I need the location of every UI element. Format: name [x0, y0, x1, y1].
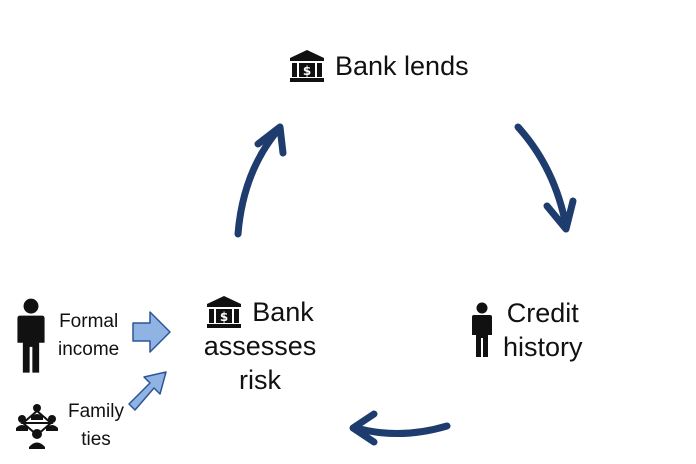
credit-history-label-line2: history — [503, 332, 583, 362]
cycle-arrow-lends-to-credit — [514, 123, 577, 233]
bank-icon: $ — [207, 296, 242, 328]
cycle-arrow-assess-to-lends — [234, 123, 287, 238]
input-arrow-family — [128, 371, 167, 411]
bank-lends-label: Bank lends — [335, 51, 469, 81]
node-formal-income: Formal income — [16, 298, 119, 374]
family-ties-label-line2: ties — [81, 429, 111, 450]
node-family-ties: Family ties — [16, 398, 124, 454]
formal-income-label-line1: Formal — [59, 311, 119, 332]
svg-text:$: $ — [303, 64, 311, 78]
credit-history-label-line1: Credit — [506, 298, 579, 328]
formal-income-label-line2: income — [58, 339, 120, 360]
person-icon — [17, 298, 45, 373]
family-network-icon — [16, 404, 58, 449]
svg-text:$: $ — [220, 310, 228, 324]
node-bank-assesses-risk: $ Bank assesses risk — [180, 295, 340, 397]
family-ties-label-line1: Family — [68, 401, 124, 422]
input-arrow-income — [132, 311, 171, 353]
node-bank-lends: $ Bank lends — [289, 49, 469, 83]
node-credit-history: Credit history — [471, 296, 583, 364]
bank-assesses-label-line1: Bank — [252, 297, 314, 327]
bank-assesses-label-line2: assesses risk — [203, 331, 317, 395]
person-icon — [472, 302, 492, 357]
cycle-arrow-credit-to-assess — [349, 410, 451, 446]
bank-icon: $ — [290, 50, 324, 82]
